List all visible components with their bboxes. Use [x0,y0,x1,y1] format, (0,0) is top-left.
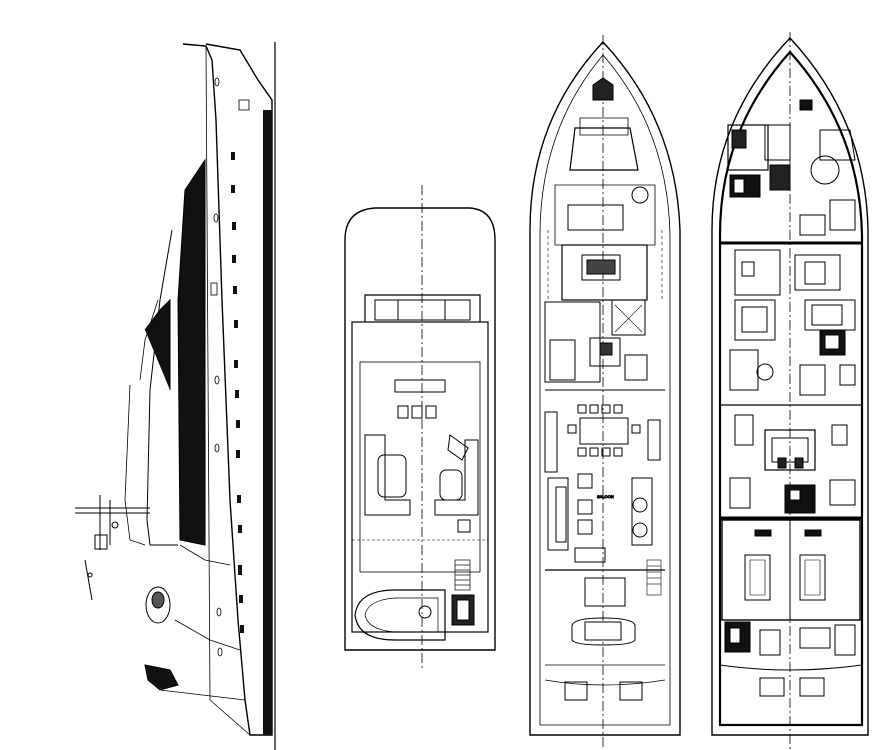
master-stateroom [729,414,856,514]
aft-lazarette [724,621,856,697]
wheelhouse-table [581,254,621,281]
settee-stbd [434,439,479,516]
mast [75,495,150,601]
superstructure-glazing [177,158,206,546]
saloon-sofa [547,477,569,551]
tender-top [354,589,446,641]
aft-settee [571,617,636,646]
main-aft-stairs [646,559,662,596]
stern-detail [144,664,179,691]
flybridge-view [344,185,496,668]
flybridge-stairs [454,559,471,591]
dining-table [579,417,629,445]
main-deck-view: SALOON [529,35,681,750]
tender-profile [145,586,171,624]
engine-room [721,519,861,621]
saloon-chairs [631,477,653,546]
flybridge-outline [344,207,496,651]
svg-text:SALOON: SALOON [597,494,614,499]
hull-windows [231,152,244,633]
engine-stbd [799,554,826,601]
helm-seat [397,405,409,419]
lower-deck-view [711,32,869,750]
hull-stripe [263,110,272,735]
crew-cabins [727,124,856,236]
settee-port [364,434,411,516]
dining-chairs [567,404,641,457]
galley-island [611,299,646,336]
side-profile-view [75,42,276,750]
engine-port [744,554,771,601]
guest-cabins [729,249,856,396]
